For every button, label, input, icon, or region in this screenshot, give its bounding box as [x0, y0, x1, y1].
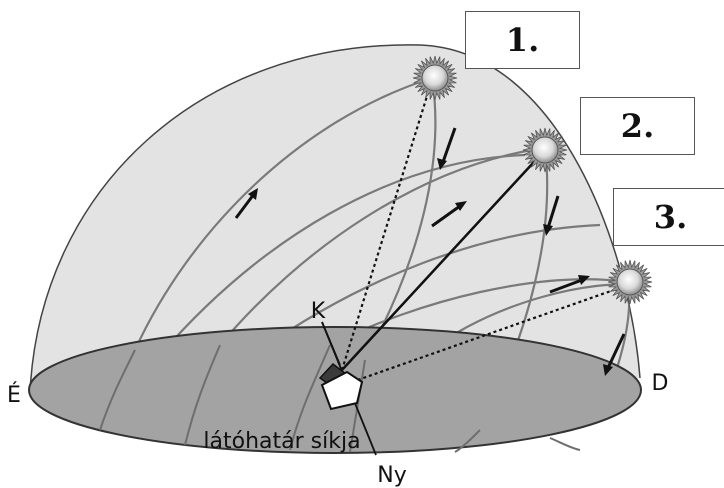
horizon-label: látóhatár síkja — [203, 429, 360, 454]
direction-arrows — [234, 127, 626, 376]
ray-sun-1 — [340, 79, 434, 371]
box-2: 2. — [580, 97, 695, 155]
arrow-winter-set — [603, 333, 626, 376]
label-north: É — [7, 382, 21, 408]
label-south: D — [652, 371, 669, 396]
sun-1-icon — [412, 55, 458, 101]
ray-sun-3 — [351, 283, 629, 384]
box-3: 3. — [613, 188, 724, 246]
arrow-summer-set — [437, 127, 457, 170]
box-1: 1. — [465, 11, 580, 69]
sun-core — [421, 64, 449, 92]
arrow-equinox-set — [543, 195, 560, 236]
sun-2-icon — [522, 127, 568, 173]
sun-path-extra-b — [259, 223, 601, 351]
sky-dome — [29, 44, 641, 393]
sun-path-extra-a — [159, 153, 526, 356]
meridian-upper — [321, 321, 341, 366]
label-west: Ny — [377, 463, 406, 488]
observer-house — [318, 362, 364, 411]
arrow-equinox-rise — [431, 201, 467, 228]
sun-core — [531, 136, 559, 164]
ray-sun-2 — [341, 149, 546, 371]
sun-core — [616, 268, 644, 296]
arrow-summer-rise — [234, 188, 258, 219]
arrow-winter-rise — [549, 275, 590, 294]
below-horizon-paths — [99, 344, 581, 453]
label-east: K — [311, 299, 326, 324]
sun-3-icon — [607, 259, 653, 305]
